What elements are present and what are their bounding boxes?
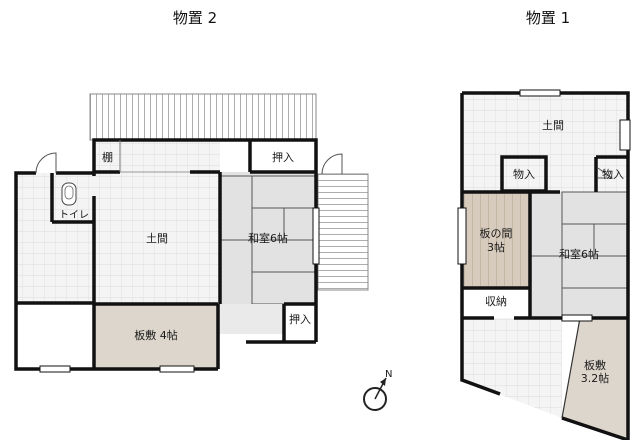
windows-building-2 (39, 207, 320, 373)
label-doma-1: 土間 (542, 119, 564, 132)
windows-building-1 (457, 89, 631, 322)
label-itanoma-2: 3帖 (487, 241, 505, 254)
north-arrow-icon: N (363, 369, 392, 411)
door-swing-building-1 (597, 167, 614, 179)
bottom-floor-1 (462, 318, 562, 418)
shelf-area (94, 140, 120, 172)
itajiki-floor (94, 304, 218, 368)
label-itajiki-1b: 3.2帖 (581, 372, 610, 385)
label-doma-2: 土間 (146, 232, 168, 245)
washitsu-floor (220, 172, 316, 304)
itanoma-floor (462, 192, 530, 288)
door-swings-building-2 (35, 140, 343, 175)
shuno-floor (462, 288, 530, 318)
title-building-2: 物置 2 (173, 9, 217, 27)
label-itajiki-2: 板敷 4帖 (134, 328, 178, 342)
label-closet-top: 押入 (272, 150, 294, 164)
label-storage-right: 物入 (602, 167, 624, 181)
label-closet-bottom: 押入 (289, 312, 311, 326)
label-itanoma-1: 板の間 (480, 226, 513, 240)
bottom-left-area (15, 302, 95, 370)
label-storage-left: 物入 (513, 167, 535, 181)
toilet-icon (61, 182, 77, 206)
label-shelf: 棚 (102, 150, 113, 164)
label-washitsu-2: 和室6帖 (248, 231, 288, 245)
compass-label: N (385, 369, 392, 380)
label-toilet: トイレ (59, 210, 89, 221)
itajiki-divider (561, 317, 581, 419)
building-2: 棚 トイレ 土間 押入 和室6帖 押入 板敷 4帖 (14, 93, 369, 373)
label-itajiki-1a: 板敷 (584, 358, 606, 372)
building-1: 土間 物入 物入 板の間 3帖 和室6帖 収納 板敷 3.2帖 (457, 89, 631, 440)
label-shuno: 収納 (485, 295, 507, 308)
veranda-right (317, 173, 369, 291)
corridor-floor (218, 304, 284, 334)
title-building-1: 物置 1 (526, 9, 570, 27)
washitsu-floor-1 (530, 192, 628, 318)
label-washitsu-1: 和室6帖 (559, 247, 599, 261)
left-floor (16, 173, 94, 303)
balcony-top (89, 93, 317, 141)
itajiki-floor-1 (562, 318, 628, 440)
